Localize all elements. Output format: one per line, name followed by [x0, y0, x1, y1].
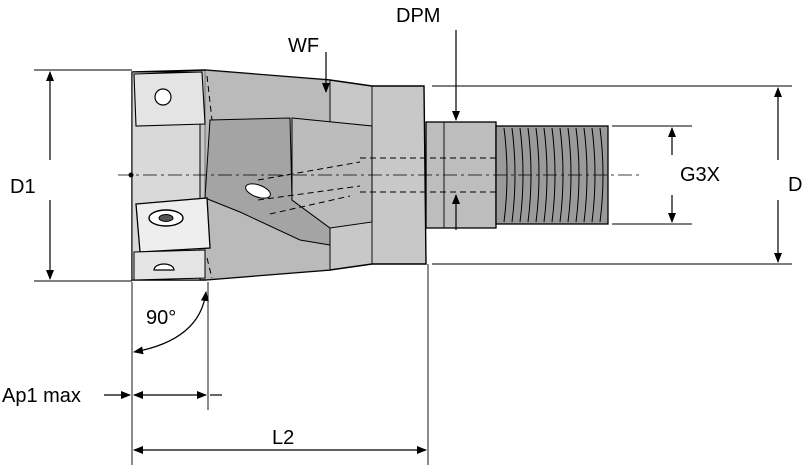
dim-l2: L2: [131, 264, 429, 465]
ap1max-label: Ap1 max: [2, 385, 81, 407]
dim-angle: 90°: [131, 282, 209, 410]
coolant-channel-hidden: [257, 161, 361, 215]
dpm-label: DPM: [396, 5, 440, 27]
cutter-head: [131, 69, 427, 281]
hidden-lines: [118, 157, 640, 215]
l2-label: L2: [272, 427, 294, 449]
dim-d: D: [432, 85, 802, 265]
main-insert-screw-center: [158, 214, 174, 222]
insert-edge-hidden: [206, 75, 213, 121]
d1-label: D1: [10, 176, 36, 198]
g3x-label: G3X: [680, 164, 720, 186]
chip-pocket: [204, 117, 331, 246]
bore-hidden: [360, 157, 496, 193]
dim-dpm: DPM: [396, 5, 464, 230]
bottom-insert-screw: [153, 263, 175, 271]
thread-crest: [511, 127, 516, 223]
dim-wf: WF: [288, 35, 330, 93]
insert-edge-hidden-2: [206, 257, 213, 279]
wf-label: WF: [288, 35, 319, 57]
dim-g3x: G3X: [612, 125, 720, 225]
dim-d1: D1: [10, 69, 132, 282]
dim-ap1max: Ap1 max: [2, 385, 222, 407]
angle-label: 90°: [146, 307, 176, 329]
chip-groove: [291, 117, 373, 229]
center-dot: [128, 172, 134, 178]
d-label: D: [788, 174, 802, 196]
top-insert-screw: [154, 88, 172, 106]
coolant-hole: [245, 183, 271, 199]
